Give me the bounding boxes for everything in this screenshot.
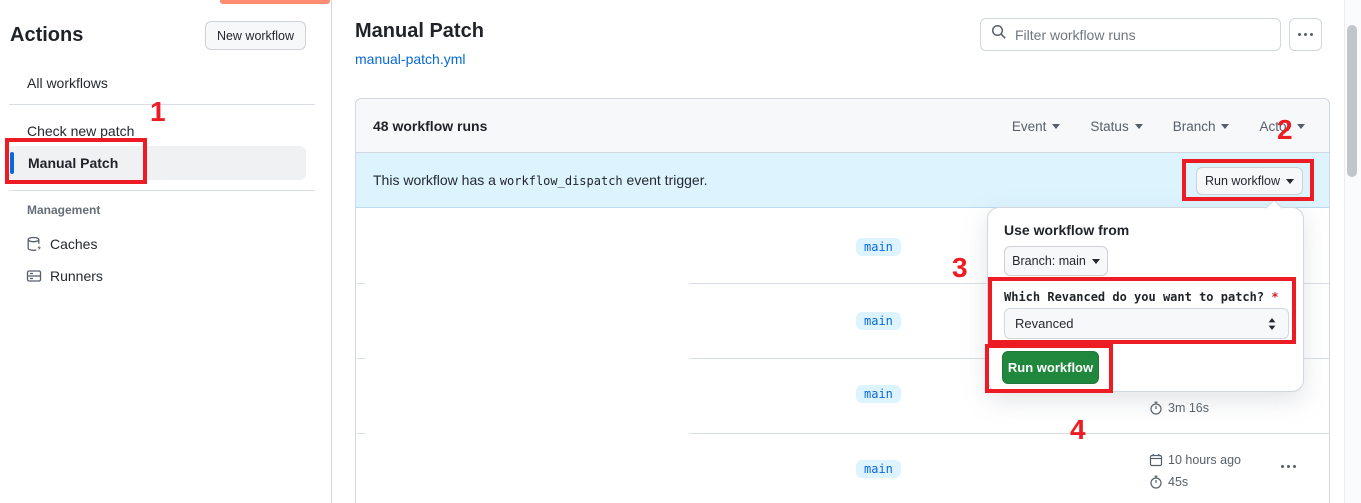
branch-badge[interactable]: main (856, 460, 901, 478)
chevron-down-icon (1286, 178, 1295, 184)
run-workflow-dropdown-button[interactable]: Run workflow (1196, 167, 1303, 195)
workflow-file-link[interactable]: manual-patch.yml (355, 51, 466, 67)
sidebar-item-manual-patch[interactable] (8, 146, 306, 180)
runs-table-header: 48 workflow runs Event Status Branch Act… (356, 99, 1329, 153)
row-kebab-button[interactable] (1281, 465, 1296, 468)
sidebar-title: Actions (10, 24, 84, 46)
chevron-down-icon (1134, 123, 1143, 129)
sidebar-border (331, 0, 332, 503)
row-divider (357, 283, 365, 284)
runs-count: 48 workflow runs (373, 118, 488, 134)
row-divider (689, 433, 1330, 434)
sidebar-divider (9, 104, 315, 105)
workflow-options-kebab-button[interactable] (1289, 18, 1322, 51)
row-divider (357, 433, 365, 434)
workflow-runs-table: 48 workflow runs Event Status Branch Act… (355, 98, 1330, 503)
selected-indicator-bar (10, 152, 14, 174)
sidebar-item-manual-patch-label: Manual Patch (28, 155, 119, 171)
stopwatch-icon (1150, 401, 1162, 415)
search-icon (991, 24, 1007, 45)
run-duration: 3m 16s (1149, 401, 1209, 415)
filter-workflow-runs-input[interactable] (1015, 26, 1270, 43)
runs-filters: Event Status Branch Actor (1012, 99, 1305, 153)
stopwatch-icon (1150, 475, 1162, 489)
cache-icon (26, 236, 42, 252)
page-title: Manual Patch (355, 20, 484, 42)
workflow-dispatch-code: workflow_dispatch (499, 174, 623, 188)
banner-text: This workflow has a workflow_dispatch ev… (373, 172, 708, 188)
run-workflow-submit-button[interactable]: Run workflow (1002, 351, 1099, 384)
updown-icon (1268, 317, 1276, 330)
chevron-down-icon (1091, 258, 1100, 264)
filter-event[interactable]: Event (1012, 119, 1061, 134)
chevron-down-icon (1297, 123, 1305, 129)
sidebar-item-check-new-patch[interactable]: Check new patch (27, 123, 135, 139)
scrollbar-thumb[interactable] (1347, 25, 1357, 177)
management-heading: Management (27, 203, 101, 217)
sidebar-item-all-workflows[interactable]: All workflows (27, 75, 108, 91)
branch-badge[interactable]: main (856, 385, 901, 403)
runners-icon (26, 268, 42, 284)
annotation-number-3: 3 (952, 252, 968, 283)
branch-selector-button[interactable]: Branch: main (1004, 246, 1108, 276)
filter-workflow-runs-box (980, 18, 1281, 51)
run-started-time: 10 hours ago (1149, 453, 1241, 467)
row-divider (357, 358, 365, 359)
branch-badge[interactable]: main (856, 238, 901, 256)
calendar-icon (1149, 454, 1163, 467)
workflow-dispatch-banner: This workflow has a workflow_dispatch ev… (356, 153, 1329, 208)
run-duration: 45s (1149, 475, 1188, 489)
required-asterisk: * (1271, 290, 1279, 304)
annotation-number-4: 4 (1070, 414, 1086, 445)
branch-badge[interactable]: main (856, 312, 901, 330)
filter-branch[interactable]: Branch (1173, 119, 1230, 134)
sidebar-item-caches[interactable]: Caches (50, 236, 98, 252)
new-workflow-button[interactable]: New workflow (205, 21, 306, 50)
actions-tab-underline (220, 0, 330, 4)
revanced-select[interactable]: Revanced (1004, 308, 1289, 339)
sidebar-item-runners[interactable]: Runners (50, 268, 103, 284)
annotation-number-1: 1 (150, 96, 166, 127)
panel-heading: Use workflow from (1004, 222, 1130, 238)
chevron-down-icon (1221, 123, 1230, 129)
chevron-down-icon (1052, 123, 1061, 129)
filter-actor[interactable]: Actor (1259, 119, 1305, 134)
filter-status[interactable]: Status (1090, 119, 1143, 134)
input-label: Which Revanced do you want to patch? * (1004, 290, 1279, 304)
sidebar-divider (9, 190, 315, 191)
annotation-number-2: 2 (1277, 114, 1293, 145)
